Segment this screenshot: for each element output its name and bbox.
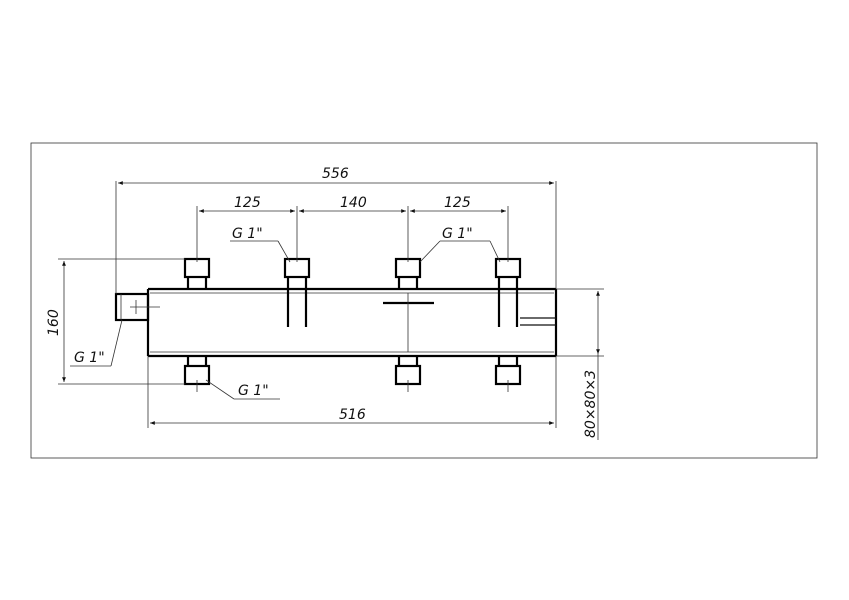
dimension-profile: 80×80×3	[556, 288, 604, 440]
thread-top-left-text: G 1"	[232, 226, 263, 242]
bottom-nozzle-3	[494, 356, 522, 392]
dimension-spacing-chain: 125 140 125	[196, 195, 509, 250]
bottom-nozzle-2	[394, 356, 422, 392]
end-port	[114, 292, 160, 322]
separator-plate	[383, 293, 434, 352]
dim-140-label: 140	[340, 195, 367, 211]
drawing-frame	[30, 142, 818, 459]
thread-top-right-text: G 1"	[442, 226, 473, 242]
top-nozzle-2	[283, 250, 311, 327]
thread-bottom-text: G 1"	[238, 383, 269, 399]
thread-label-end-port: G 1"	[70, 319, 123, 367]
dim-125-left-label: 125	[234, 195, 261, 211]
bottom-nozzle-1	[183, 356, 211, 392]
top-nozzle-4	[494, 250, 522, 327]
dimension-body-length: 516	[147, 356, 557, 428]
dim-160-label: 160	[46, 309, 62, 336]
dim-profile-label: 80×80×3	[583, 370, 599, 438]
manifold-body	[146, 287, 558, 358]
thread-label-top-left: G 1"	[230, 226, 291, 263]
dim-516-label: 516	[339, 407, 366, 423]
dim-125-right-label: 125	[444, 195, 471, 211]
dimension-height: 160	[46, 258, 185, 385]
thread-label-top-right: G 1"	[419, 226, 501, 263]
dimension-overall-length: 556	[115, 166, 557, 294]
thread-end-port-text: G 1"	[74, 350, 105, 366]
thread-label-bottom: G 1"	[205, 379, 280, 400]
top-nozzle-1	[183, 250, 211, 289]
top-nozzle-3	[394, 250, 422, 289]
dim-556-label: 556	[322, 166, 349, 182]
